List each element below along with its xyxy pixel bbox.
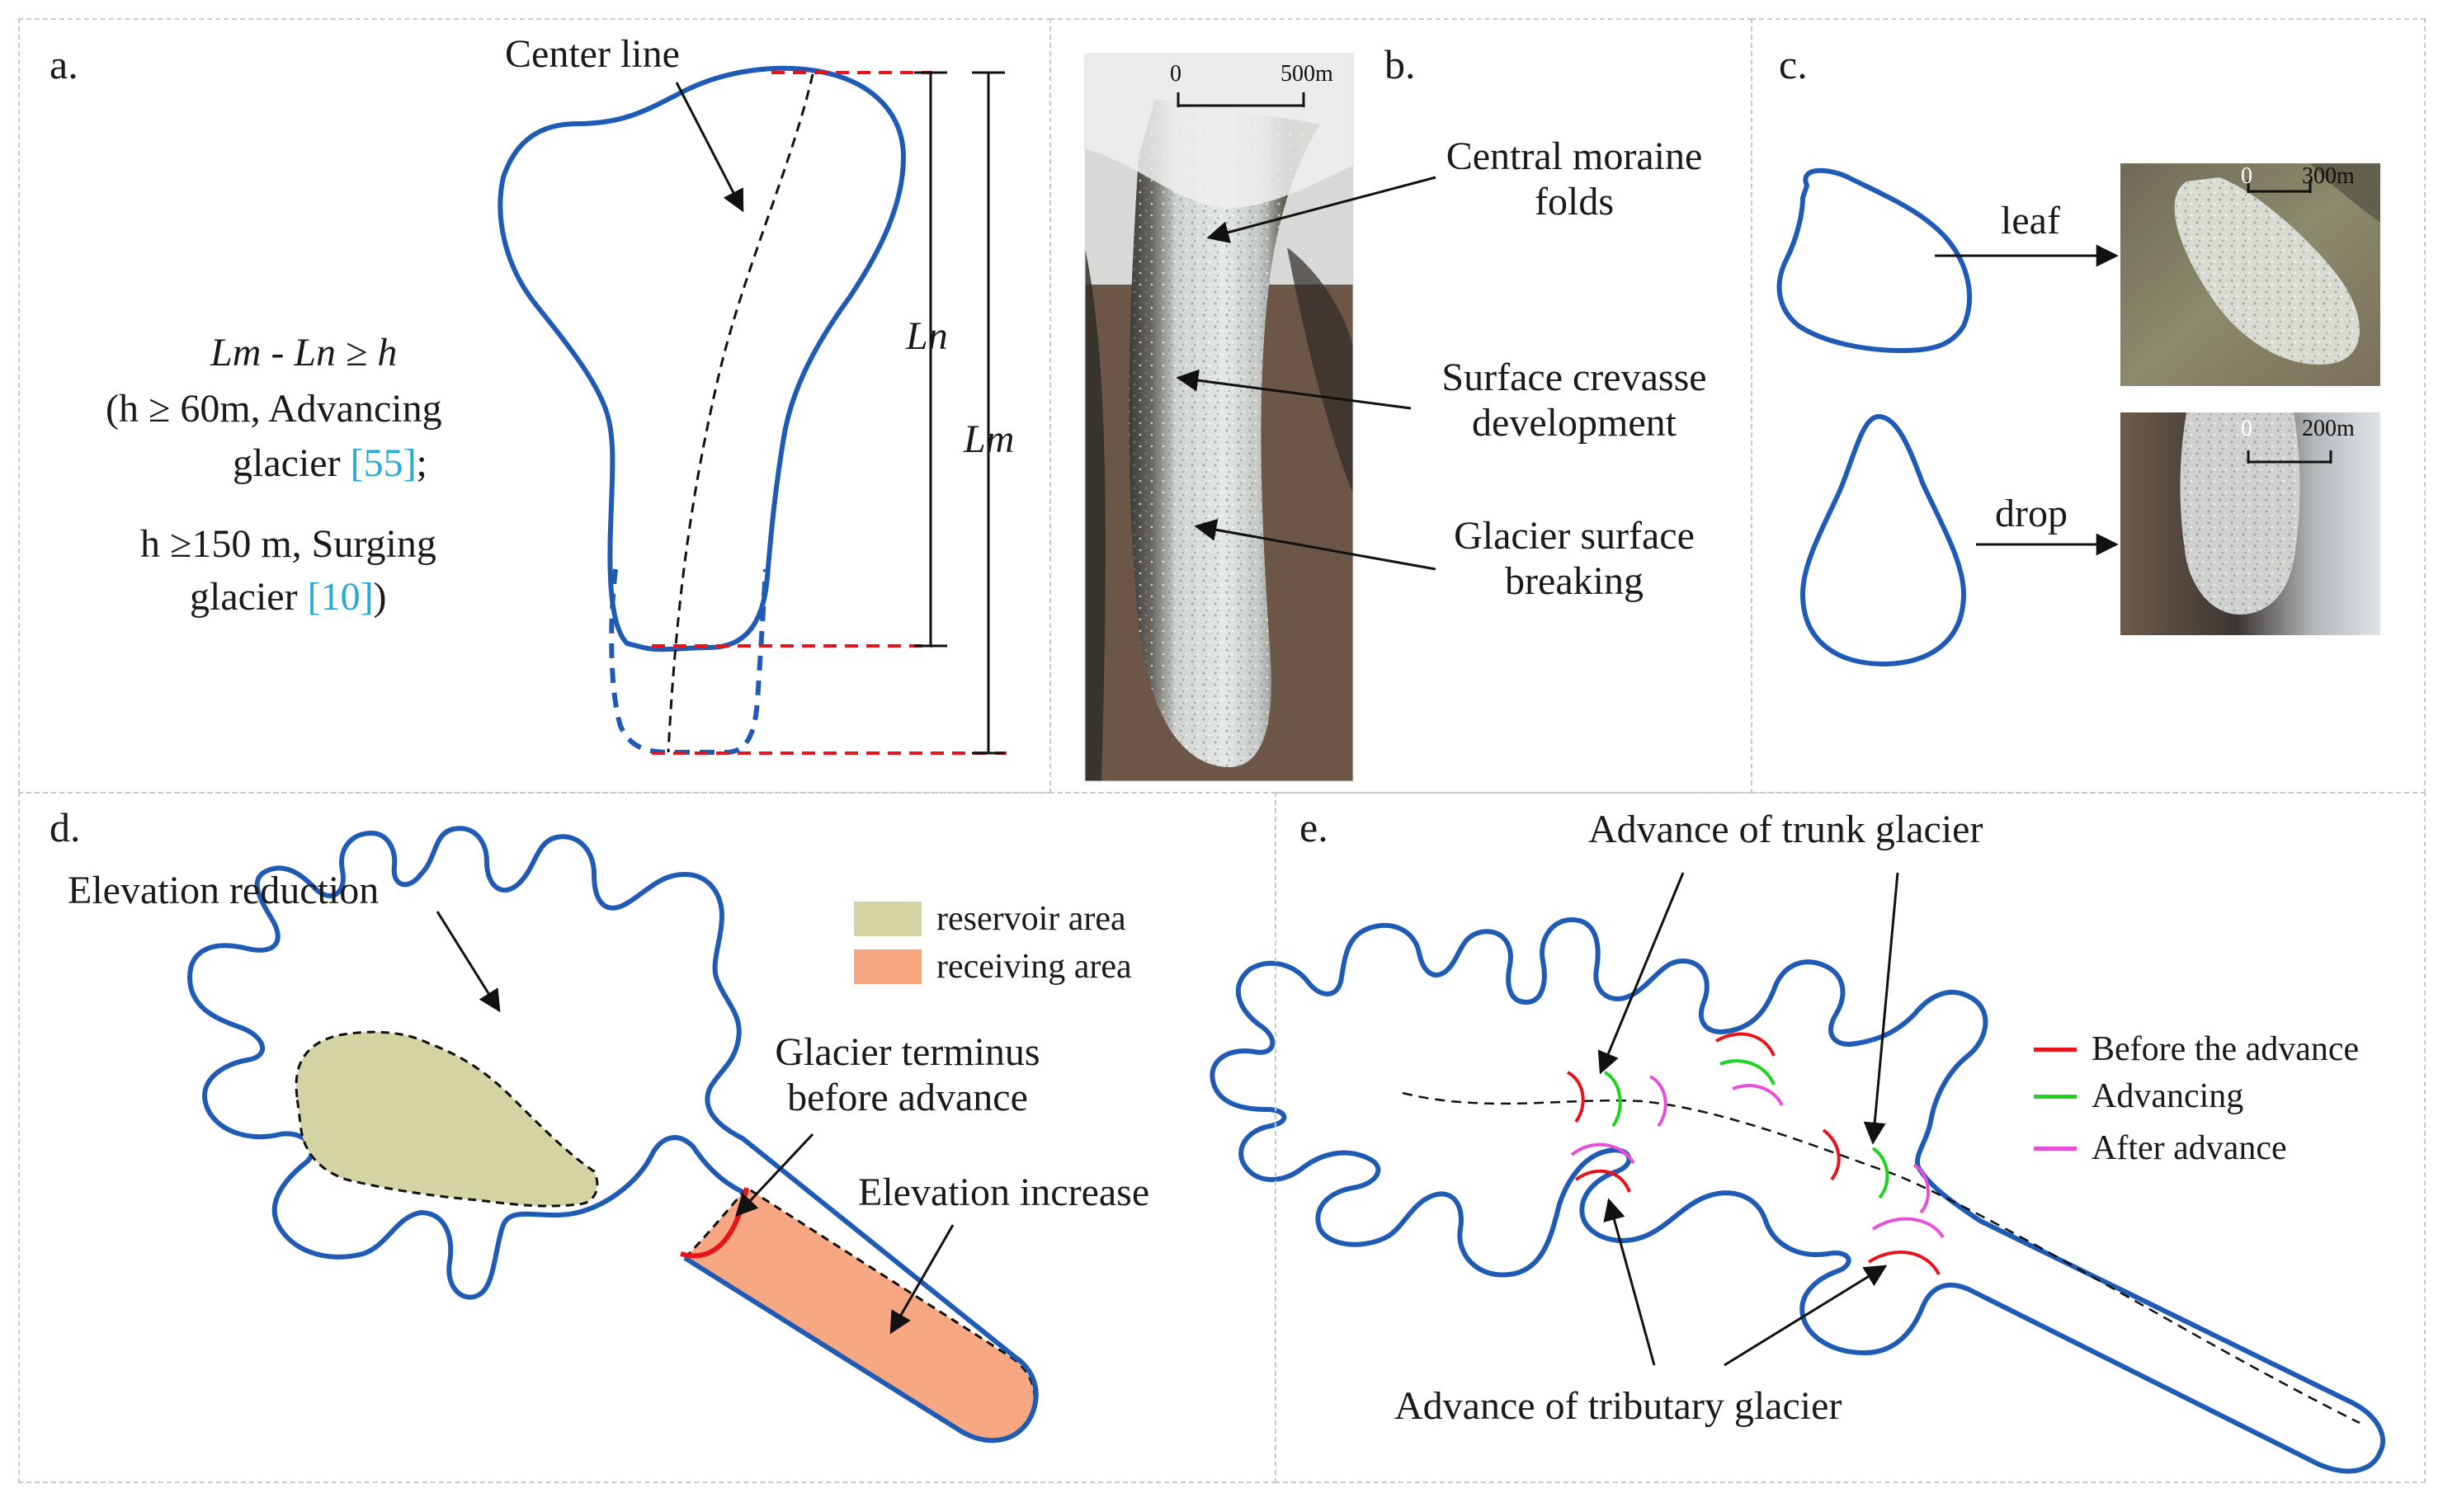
- surging-line-text: h ≥150 m, Surging: [140, 522, 436, 566]
- legend-advancing-label: Advancing: [2092, 1077, 2244, 1115]
- legend-before-swatch: [2034, 1047, 2077, 1052]
- trunk-center-line: [1402, 1091, 2360, 1425]
- drop-scale-zero: 0: [2241, 416, 2252, 441]
- terminus-line-1: Glacier terminus: [775, 1030, 1040, 1074]
- legend-receiving-swatch: [854, 949, 922, 984]
- central-moraine-line-1: Central moraine: [1446, 134, 1703, 178]
- legend-receiving: receiving area: [854, 947, 1132, 987]
- arrow-elevation-reduction: [436, 911, 501, 1013]
- advancing-tail: ;: [416, 441, 427, 485]
- legend-after-swatch: [2034, 1146, 2077, 1151]
- center-line: [667, 73, 814, 753]
- arrow-moraine: [1206, 176, 1436, 243]
- panel-c-border: [1751, 18, 2426, 794]
- crevasse-line-1: Surface crevasse: [1441, 356, 1707, 399]
- legend-reservoir-label: reservoir area: [936, 900, 1126, 938]
- formula-label: Lm - Ln ≥ h: [210, 331, 398, 374]
- center-line-label: Center line: [505, 32, 680, 76]
- legend-after: After advance: [2034, 1128, 2287, 1168]
- advancing-citation[interactable]: [55]: [350, 441, 417, 485]
- elevation-reduction-label: Elevation reduction: [68, 869, 380, 912]
- drop-label: drop: [1995, 492, 2068, 535]
- surging-citation[interactable]: [10]: [307, 575, 374, 619]
- elevation-increase-label: Elevation increase: [858, 1171, 1150, 1214]
- advancing-line: (h ≥ 60m, Advancing: [106, 386, 442, 431]
- surging-tail: ): [373, 575, 387, 619]
- drop-shape: [1799, 413, 1967, 667]
- ln-label: Ln: [906, 314, 948, 358]
- legend-receiving-label: receiving area: [936, 948, 1132, 986]
- legend-before-label: Before the advance: [2092, 1030, 2360, 1068]
- panel-e-letter: e.: [1299, 804, 1328, 850]
- panel-a-diagram: [498, 65, 1007, 755]
- advancing-glacier-word: glacier: [233, 441, 341, 485]
- legend-reservoir-swatch: [854, 902, 922, 936]
- panel-b-letter: b.: [1384, 41, 1416, 87]
- panel-c-letter: c.: [1779, 41, 1808, 87]
- arrow-trunk-left: [1597, 872, 1685, 1075]
- drop-photo: [2120, 412, 2380, 635]
- advance-arcs: [1566, 1032, 1945, 1275]
- advancing-glacier-line: glacier [55];: [233, 440, 427, 486]
- arrow-trunk-right: [1863, 872, 1899, 1145]
- panel-e-diagram: [1210, 916, 2386, 1474]
- surging-glacier-word: glacier: [190, 575, 298, 619]
- arrow-tributary-left: [1603, 1198, 1656, 1366]
- breaking-label: Glacier surface breaking: [1417, 513, 1731, 604]
- trunk-label: Advance of trunk glacier: [1588, 808, 1983, 851]
- arrow-tributary-right: [1724, 1265, 1888, 1367]
- center-line-pointer: [675, 82, 744, 213]
- central-moraine-line-2: folds: [1535, 180, 1614, 224]
- panel-b-image: [1084, 53, 1354, 782]
- leaf-photo: [2120, 163, 2380, 386]
- legend-before: Before the advance: [2034, 1029, 2359, 1069]
- lm-bracket: [972, 71, 1005, 755]
- arrow-crevasse: [1176, 369, 1412, 410]
- panel-a-letter: a.: [50, 41, 78, 87]
- glacier-outline-a: [498, 65, 907, 652]
- reservoir-area: [295, 1030, 599, 1208]
- lm-label: Lm: [964, 417, 1015, 461]
- leaf-scale-max: 300m: [2302, 163, 2355, 189]
- ln-bracket: [914, 71, 947, 648]
- tributary-label: Advance of tributary glacier: [1394, 1384, 1842, 1428]
- central-moraine-label: Central moraine folds: [1417, 134, 1731, 224]
- leaf-label: leaf: [2001, 199, 2060, 243]
- legend-advancing: Advancing: [2034, 1076, 2243, 1116]
- scale-b-zero: 0: [1170, 61, 1181, 87]
- arrow-elevation-increase: [889, 1224, 955, 1335]
- breaking-line-1: Glacier surface: [1454, 514, 1695, 558]
- scale-bar-b: [1177, 92, 1305, 107]
- surging-glacier-line: glacier [10]): [190, 574, 387, 619]
- panel-e-border: [1275, 792, 2426, 1483]
- arrow-terminus: [735, 1133, 814, 1217]
- legend-after-label: After advance: [2092, 1129, 2287, 1167]
- legend-advancing-swatch: [2034, 1094, 2077, 1099]
- drop-scale-max: 200m: [2302, 416, 2355, 441]
- glacier-outline-d: [186, 826, 1039, 1444]
- panel-d-letter: d.: [50, 804, 81, 850]
- breaking-line-2: breaking: [1505, 559, 1644, 604]
- leaf-shape: [1776, 167, 1972, 354]
- surging-line: h ≥150 m, Surging: [140, 521, 436, 567]
- glacier-outline-e: [1210, 916, 2386, 1474]
- advancing-line-text: (h ≥ 60m, Advancing: [106, 387, 442, 431]
- scale-b-max: 500m: [1280, 61, 1333, 87]
- crevasse-line-2: development: [1472, 401, 1677, 445]
- glacier-extension-dashed: [609, 568, 768, 755]
- legend-reservoir: reservoir area: [854, 899, 1126, 939]
- terminus-label: Glacier terminus before advance: [738, 1029, 1077, 1120]
- panel-d-diagram: [186, 826, 1039, 1444]
- arrow-breaking: [1194, 519, 1436, 571]
- leaf-scale-zero: 0: [2241, 163, 2252, 189]
- crevasse-label: Surface crevasse development: [1409, 355, 1739, 445]
- terminus-line-2: before advance: [787, 1076, 1028, 1120]
